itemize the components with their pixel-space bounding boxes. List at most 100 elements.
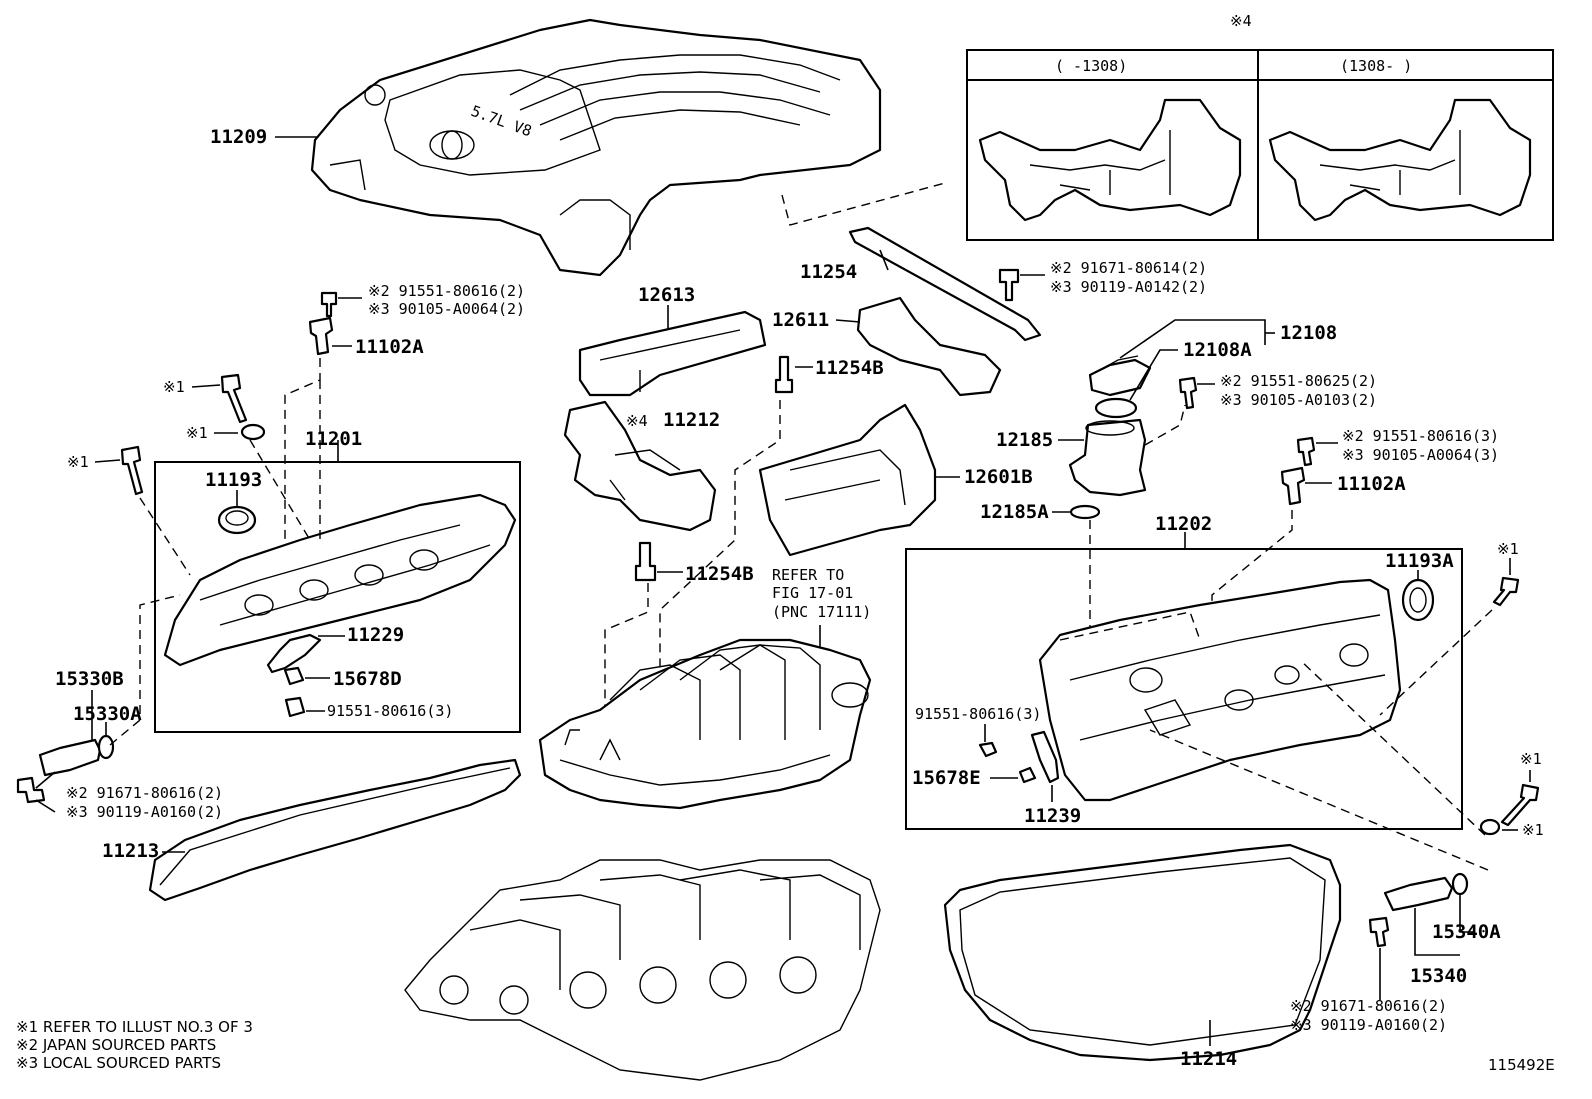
legend-2: ※2 JAPAN SOURCED PARTS <box>16 1036 216 1054</box>
legend-1: ※1 REFER TO ILLUST NO.3 OF 3 <box>16 1018 253 1036</box>
engine-block-bores-left <box>439 975 529 1015</box>
clip-15678E <box>1018 766 1037 784</box>
head-cover-11201-ribs <box>199 524 491 626</box>
sub-mid-2-1: ※2 91551-80625(2) <box>1220 372 1377 390</box>
label-15330A: 15330A <box>73 703 142 725</box>
gasket-11213-inner <box>159 767 511 886</box>
inset-insulator-late <box>1268 98 1532 222</box>
bolt-mark1-d <box>1492 576 1520 607</box>
refer-line3: (PNC 17111) <box>772 603 871 621</box>
label-11213: 11213 <box>102 840 159 862</box>
intake-manifold-body <box>538 638 872 810</box>
insulator-12601B <box>758 403 937 557</box>
label-11209: 11209 <box>210 126 267 148</box>
label-12108A: 12108A <box>1183 339 1252 361</box>
leader-11254 <box>879 249 889 271</box>
label-15330B: 15330B <box>55 668 124 690</box>
dash-15340 <box>1149 729 1489 871</box>
leader-15340 <box>1414 908 1460 956</box>
gasket-11214-inner <box>959 857 1326 1046</box>
sub-left-cover-bolt: 91551-80616(3) <box>327 702 453 720</box>
label-11212-mark: ※4 <box>626 412 648 430</box>
label-11254B-bottom: 11254B <box>685 563 754 585</box>
engine-block-ribs <box>469 869 861 990</box>
label-12601B: 12601B <box>964 466 1033 488</box>
leader-12108A <box>1129 349 1178 401</box>
bolt-right-cover <box>978 741 998 758</box>
insulator-11212-detail <box>609 449 681 501</box>
bolt-91551-left <box>320 291 338 318</box>
toyota-emblem-inner <box>441 130 463 160</box>
bolt-left-bottom <box>16 776 46 804</box>
sub-left-bot-2: ※3 90119-A0160(2) <box>66 803 223 821</box>
insulator-12611 <box>856 296 1002 397</box>
sub-right-1: ※2 91551-80616(3) <box>1342 427 1499 445</box>
sub-left-top-1: ※2 91551-80616(2) <box>368 282 525 300</box>
intake-port <box>831 682 869 708</box>
engine-block-outline <box>404 859 881 1081</box>
oring-15330A <box>97 734 115 760</box>
sub-right-bot-1: ※2 91671-80616(2) <box>1290 997 1447 1015</box>
bolt-11254B-top <box>774 355 794 394</box>
label-15340A: 15340A <box>1432 921 1501 943</box>
inset-frame <box>966 49 1554 241</box>
label-11102A-left: 11102A <box>355 336 424 358</box>
oil-valve-15340 <box>1383 876 1454 912</box>
head-cover-11202-ribs <box>1069 614 1386 741</box>
sub-mid-top-1: ※2 91671-80614(2) <box>1050 259 1207 277</box>
mark1-f: ※1 <box>1522 821 1544 839</box>
cover-boss <box>364 84 386 106</box>
washer-mark1-b <box>240 423 266 441</box>
dash-mark1-c <box>139 497 191 576</box>
label-11193: 11193 <box>205 469 262 491</box>
head-cover-11201 <box>163 493 517 667</box>
bolt-right-bottom <box>1368 916 1390 948</box>
dash-11202-inner <box>1059 611 1201 641</box>
dash-mark1-e <box>1299 659 1486 836</box>
bolt-11254B-bottom <box>634 541 657 582</box>
clip-15678D <box>283 666 305 686</box>
label-11254B-top: 11254B <box>815 357 884 379</box>
leader-left-bottom <box>35 771 56 813</box>
label-11254: 11254 <box>800 261 857 283</box>
dash-11254B-top-manifold <box>659 400 781 680</box>
inset-left-range: ( -1308) <box>1055 57 1127 75</box>
sub-right-bot-2: ※3 90119-A0160(2) <box>1290 1016 1447 1034</box>
label-11229: 11229 <box>347 624 404 646</box>
dash-mark1-b <box>249 439 311 541</box>
head-cover-11201-ports <box>244 549 439 616</box>
label-11239: 11239 <box>1024 805 1081 827</box>
sub-right-2: ※3 90105-A0064(3) <box>1342 446 1499 464</box>
label-12611: 12611 <box>772 309 829 331</box>
label-12185: 12185 <box>996 429 1053 451</box>
cap-12108 <box>1088 358 1152 397</box>
legend-3: ※3 LOCAL SOURCED PARTS <box>16 1054 221 1072</box>
label-15678E: 15678E <box>912 767 981 789</box>
cap-11193-inner <box>225 510 249 526</box>
label-11201: 11201 <box>305 428 362 450</box>
mark1-c: ※1 <box>67 453 89 471</box>
inset-box: ※4 ( -1308) (1308- ) <box>966 12 1554 241</box>
mark1-a: ※1 <box>163 378 185 396</box>
engine-block <box>404 859 881 1081</box>
gasket-12108A <box>1094 397 1138 419</box>
bolt-91551-right <box>1296 436 1316 467</box>
engine-cover: 5.7L V8 <box>310 18 882 277</box>
dash-mark1-d <box>1379 609 1493 716</box>
bolt-mark1-a <box>220 373 248 424</box>
oring-15340A <box>1451 872 1469 896</box>
inset-insulator-early-detail <box>1029 130 1171 195</box>
frame-11202 <box>905 548 1463 830</box>
label-11214: 11214 <box>1180 1048 1237 1070</box>
filler-12185-top <box>1085 420 1135 436</box>
cover-cutouts <box>329 159 631 250</box>
intake-flange <box>559 754 831 786</box>
wire-rod-11254 <box>848 226 1042 342</box>
leader-mark1-a <box>191 384 221 388</box>
washer-mark1-f <box>1479 818 1501 836</box>
refer-line2: FIG 17-01 <box>772 584 853 602</box>
sensor-11102A-right <box>1280 466 1306 506</box>
label-11193A: 11193A <box>1385 550 1454 572</box>
leader-12611 <box>835 319 861 323</box>
